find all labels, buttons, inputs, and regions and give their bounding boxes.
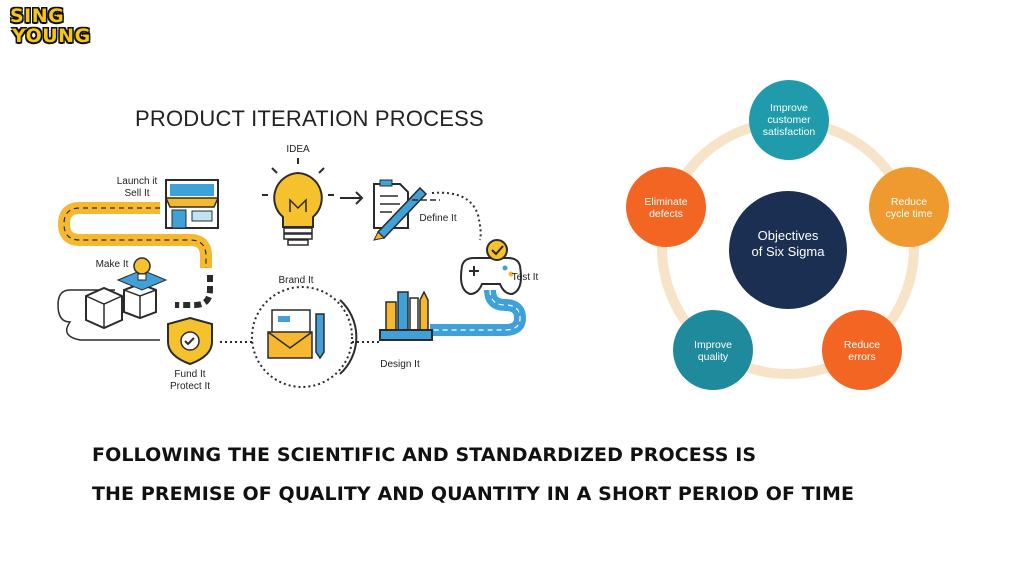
six-sigma-center-line1: Objectives [757, 228, 819, 243]
boxes-icon [85, 257, 168, 330]
six-sigma-node-reduce-errors [822, 310, 902, 390]
document-pen-icon [373, 179, 440, 241]
brand-logo: SING YOUNG [10, 5, 91, 47]
six-sigma-center-line2: of Six Sigma [751, 244, 825, 259]
arrow-right-icon [340, 191, 364, 205]
six-sigma-center-label: Objectives of Six Sigma [728, 228, 848, 260]
six-sigma-node-improve-quality [673, 310, 753, 390]
gamepad-icon [460, 239, 522, 296]
six-sigma-node-label-3: Improve quality [694, 339, 732, 363]
six-sigma-node-label-2: Reduce errors [843, 339, 881, 363]
six-sigma-node-label-4: Eliminate defects [644, 196, 688, 220]
statement-line-2: THE PREMISE OF QUALITY AND QUANTITY IN A… [92, 483, 855, 505]
step-label-idea: IDEA [286, 144, 310, 155]
step-label-brand: Brand It [278, 275, 314, 286]
step-label-launch: Launch it Sell It [112, 176, 162, 200]
product-iteration-title: PRODUCT ITERATION PROCESS [135, 106, 484, 131]
statement-line-1: FOLLOWING THE SCIENTIFIC AND STANDARDIZE… [92, 444, 757, 466]
six-sigma-center-circle [729, 191, 847, 309]
brand-envelope-icon [251, 286, 358, 388]
six-sigma-node-eliminate-defects [626, 167, 706, 247]
step-label-launch-line1: Launch it [116, 176, 158, 187]
step-label-define: Define It [419, 213, 457, 224]
storefront-icon [164, 179, 220, 229]
step-label-test: Test It [511, 272, 539, 283]
step-label-launch-line2: Sell It [124, 188, 150, 199]
step-label-fund-line2: Protect It [169, 381, 210, 392]
step-label-fund: Fund It Protect It [158, 369, 222, 393]
step-label-design: Design It [380, 359, 420, 370]
step-label-make: Make It [95, 259, 129, 270]
lightbulb-icon [262, 158, 334, 246]
six-sigma-node-label-1: Reduce cycle time [885, 196, 933, 220]
six-sigma-node-improve-customer-satisfaction [749, 80, 829, 160]
step-label-fund-line1: Fund It [174, 369, 206, 380]
logo-line-2: YOUNG [12, 25, 91, 47]
design-tools-icon [379, 290, 433, 341]
six-sigma-node-reduce-cycle-time [869, 167, 949, 247]
six-sigma-node-label-0: Improve customer satisfaction [762, 102, 816, 138]
shield-icon [167, 316, 213, 366]
logo-line-1: SING [10, 5, 65, 27]
